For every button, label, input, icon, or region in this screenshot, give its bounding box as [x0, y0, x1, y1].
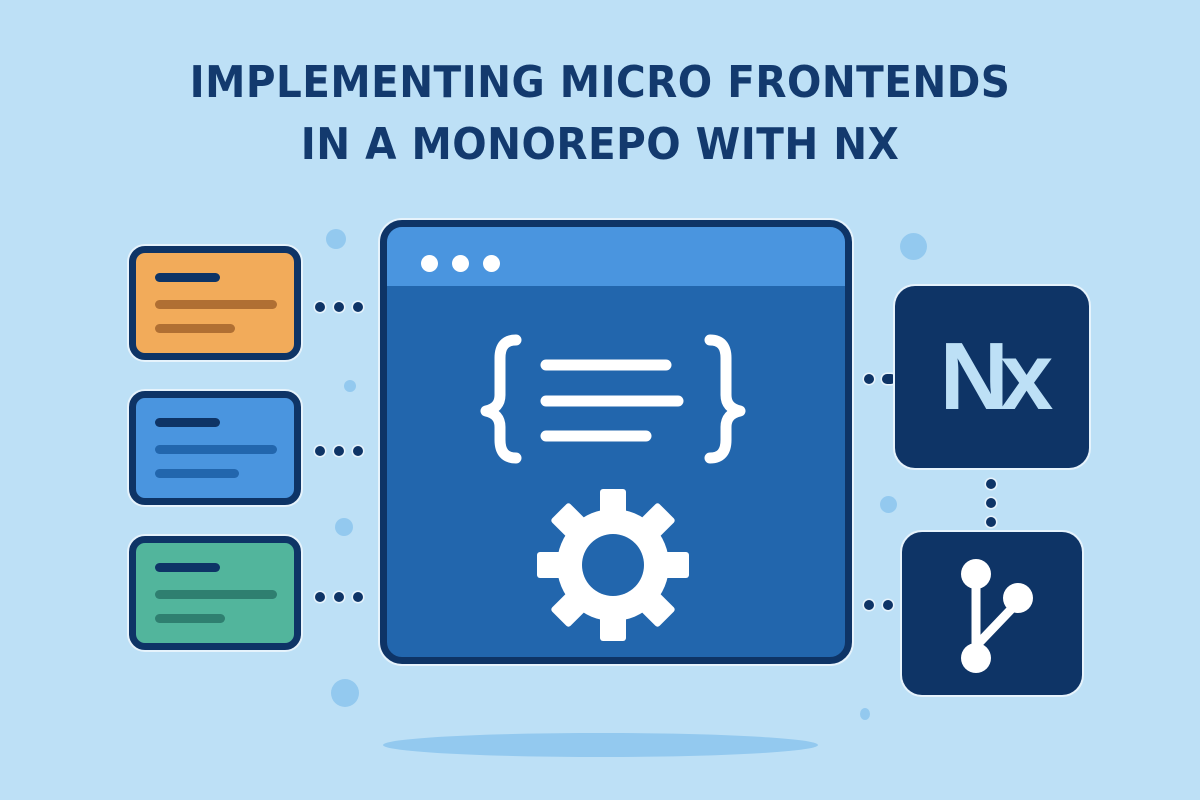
connector-dots [864, 600, 893, 610]
green-card [129, 536, 301, 650]
connector-dots [315, 592, 363, 602]
page-title: IMPLEMENTING MICRO FRONTENDS IN A MONORE… [48, 52, 1152, 176]
nx-logo-tile: Nx [895, 286, 1089, 468]
host-app-window [380, 220, 852, 664]
decorative-bubble [900, 233, 927, 260]
connector-dots [986, 479, 996, 527]
card-text-line [155, 324, 235, 333]
window-control-dot [483, 255, 500, 272]
connector-dots [315, 446, 363, 456]
card-text-line [155, 445, 277, 454]
decorative-bubble [344, 380, 356, 392]
orange-card [129, 246, 301, 360]
decorative-bubble [326, 229, 346, 249]
blue-card [129, 391, 301, 505]
card-heading-line [155, 418, 220, 427]
title-line-1: IMPLEMENTING MICRO FRONTENDS [189, 57, 1011, 108]
window-shadow [383, 733, 818, 757]
nx-logo-text: Nx [939, 323, 1054, 430]
card-heading-line [155, 563, 220, 572]
card-text-line [155, 469, 239, 478]
connector-dots [315, 302, 363, 312]
card-text-line [155, 614, 225, 623]
code-braces-icon [480, 334, 746, 464]
window-control-dot [421, 255, 438, 272]
decorative-bubble [331, 679, 359, 707]
card-text-line [155, 300, 277, 309]
gear-icon [537, 489, 689, 641]
card-heading-line [155, 273, 220, 282]
window-control-dot [452, 255, 469, 272]
card-text-line [155, 590, 277, 599]
decorative-bubble [860, 708, 870, 720]
git-branch-icon [961, 559, 1033, 673]
window-titlebar [387, 227, 845, 286]
decorative-bubble [880, 496, 897, 513]
decorative-bubble [335, 518, 353, 536]
title-line-2: IN A MONOREPO WITH NX [300, 119, 900, 170]
git-branch-tile [902, 532, 1082, 695]
connector-dots [864, 374, 896, 384]
